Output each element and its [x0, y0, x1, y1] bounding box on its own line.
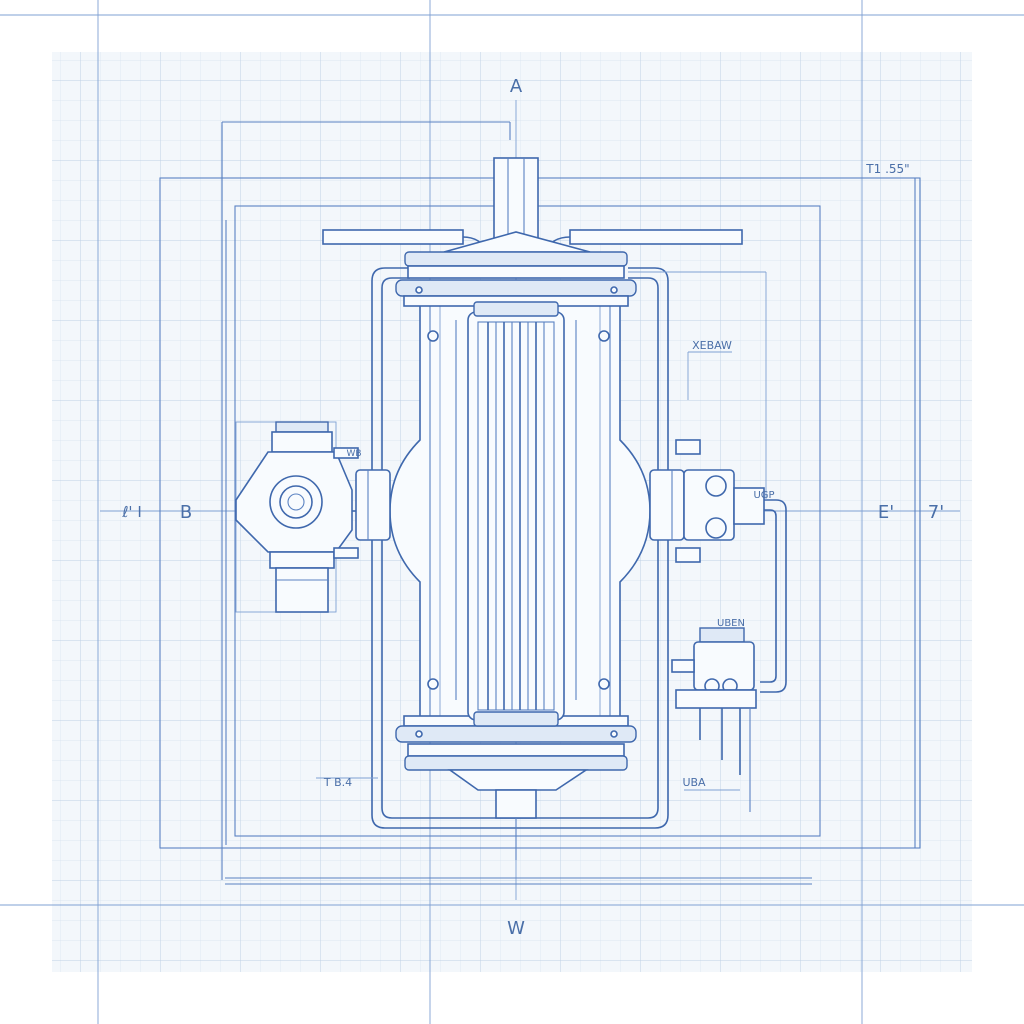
- callout-mid-right: UGP: [753, 490, 774, 501]
- callout-bottom-right: UBA: [682, 776, 706, 789]
- dimension-label-right: 7': [928, 502, 944, 523]
- leader-lines: [316, 271, 767, 791]
- callout-upper-right: XEBAW: [692, 339, 732, 352]
- dimension-label-left: ℓ' I: [121, 503, 142, 521]
- side-nozzles: [355, 469, 685, 541]
- section-label-bottom: W: [507, 918, 525, 939]
- dimension-label-top-right: T1 .55": [865, 162, 909, 176]
- top-inlet-assembly: [322, 157, 743, 253]
- callout-lower-right: UBEN: [717, 618, 745, 629]
- section-label-left: B: [180, 502, 192, 523]
- callout-left-fitting: WB: [346, 449, 361, 459]
- right-lower-actuator: [671, 627, 757, 812]
- right-upper-fitting: [675, 439, 787, 693]
- section-label-top: A: [510, 76, 523, 97]
- body-bolts: [415, 286, 618, 738]
- callout-bottom-left: T B.4: [323, 776, 352, 789]
- top-flange: [395, 231, 637, 307]
- section-label-right: E': [878, 502, 894, 523]
- tube-bundle: [455, 301, 577, 727]
- left-valve-assembly: [235, 421, 359, 613]
- bottom-flange: [395, 715, 637, 860]
